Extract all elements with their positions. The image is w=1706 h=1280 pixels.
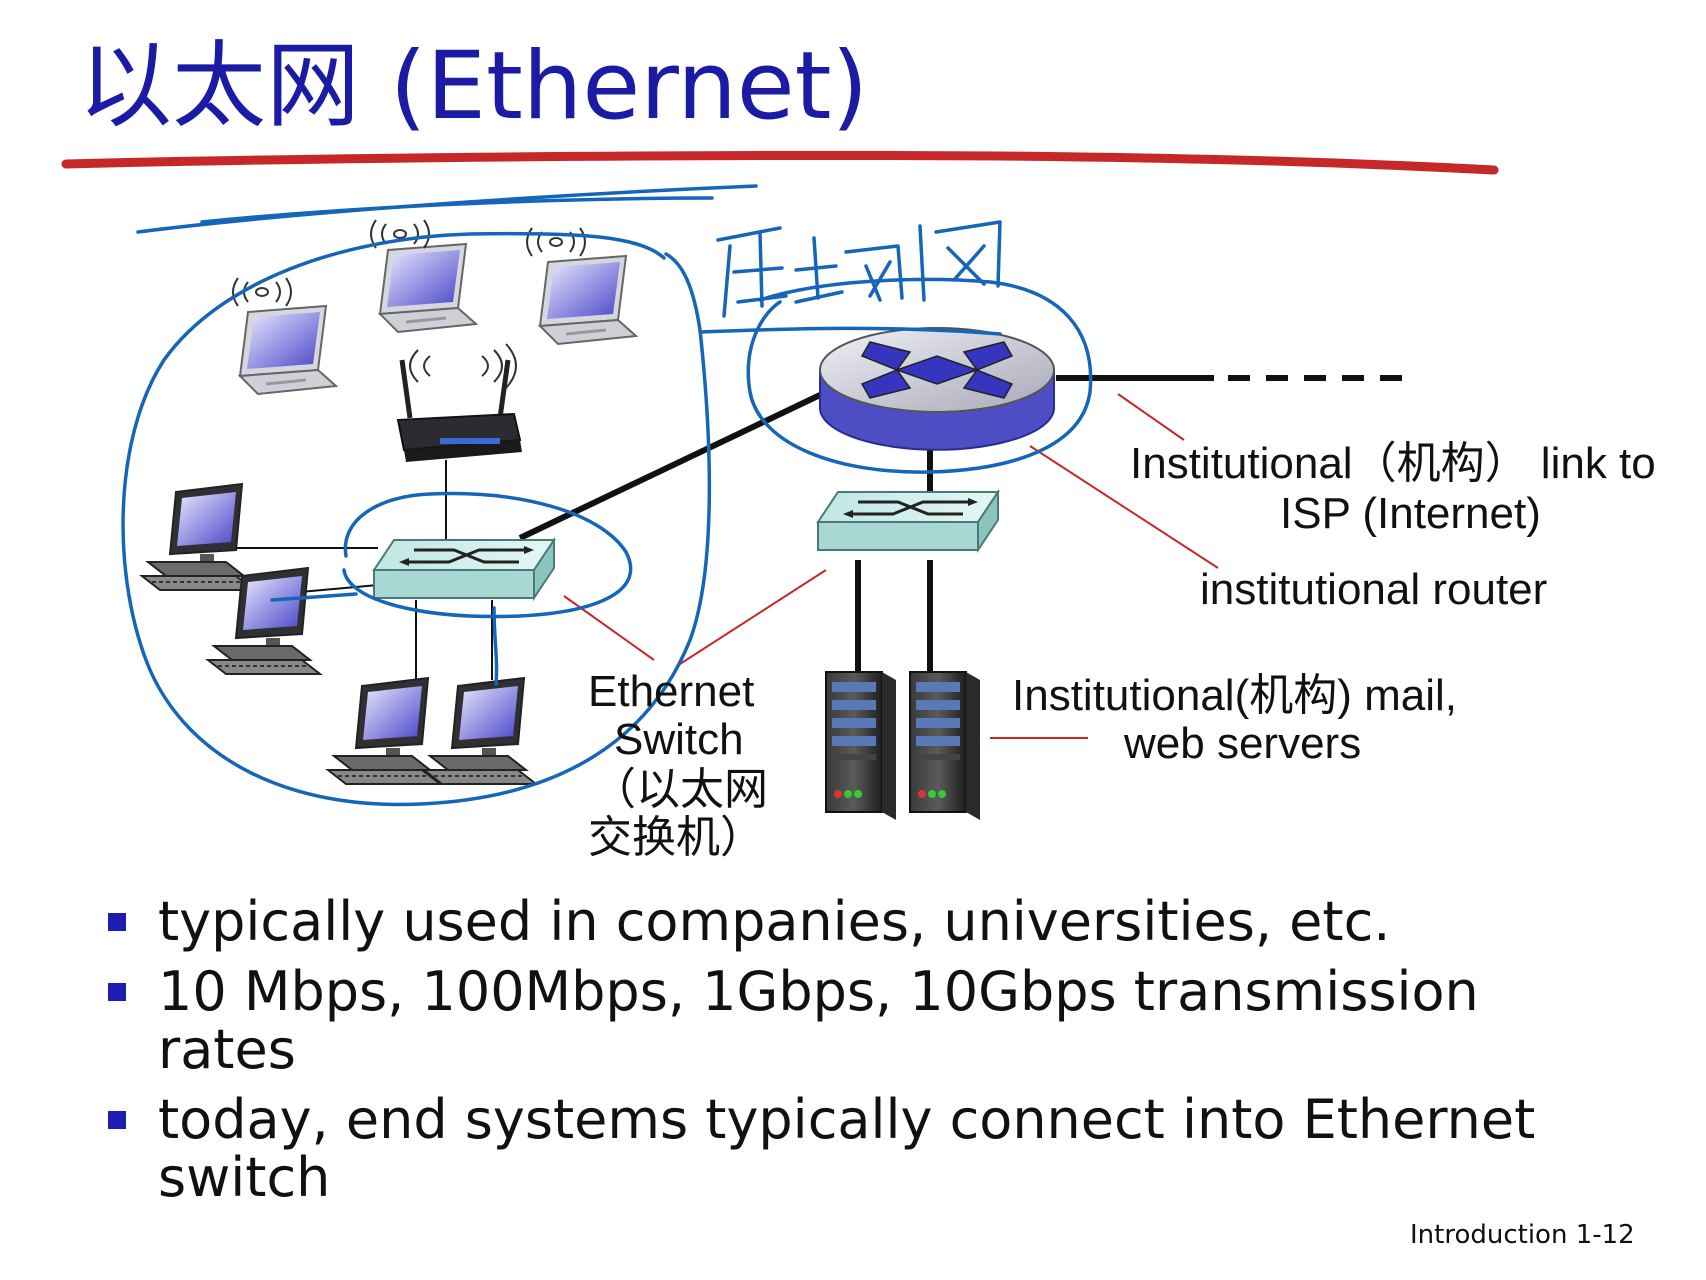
switch-label-line1: Ethernet [588,667,755,716]
bullet-square-icon [108,983,126,1001]
bullet-list: typically used in companies, universitie… [104,893,1664,1219]
servers-label-line2: web servers [1124,719,1362,768]
handwritten-annotations [121,184,1093,807]
desktop-computer-icon [141,483,255,591]
laptop-icon [538,254,638,346]
switch-label-line2: Switch [614,715,744,764]
servers-label-line1: Institutional(机构) mail, [1012,671,1458,720]
wireless-router-icon [396,343,522,462]
ethernet-switch-icon [372,538,556,600]
bullet-square-icon [108,1111,126,1129]
institutional-router-icon [819,327,1055,451]
slide-footer: Introduction 1-12 [1410,1220,1635,1250]
router-label: institutional router [1200,565,1548,614]
server-icon [909,671,981,821]
server-icon [825,671,897,821]
bullet-item: today, end systems typically connect int… [104,1091,1608,1207]
switch-label-line3: （以太网 [592,765,768,814]
isp-link-label-line1: Institutional（机构） link to [1130,439,1656,488]
desktop-computer-icon [327,677,441,785]
laptop-icon [378,242,478,334]
laptop-icon [238,304,338,396]
bullet-item: 10 Mbps, 100Mbps, 1Gbps, 10Gbps transmis… [104,963,1548,1079]
desktop-computer-icon [423,677,537,785]
bullet-square-icon [108,913,126,931]
ethernet-switch-icon [816,490,1000,552]
title-underline [61,150,1499,175]
isp-link-label-line2: ISP (Internet) [1280,489,1541,538]
switch-label-line4: 交换机） [588,813,764,862]
bullet-item: typically used in companies, universitie… [104,893,1664,951]
page-title: 以太网 (Ethernet) [78,32,869,141]
